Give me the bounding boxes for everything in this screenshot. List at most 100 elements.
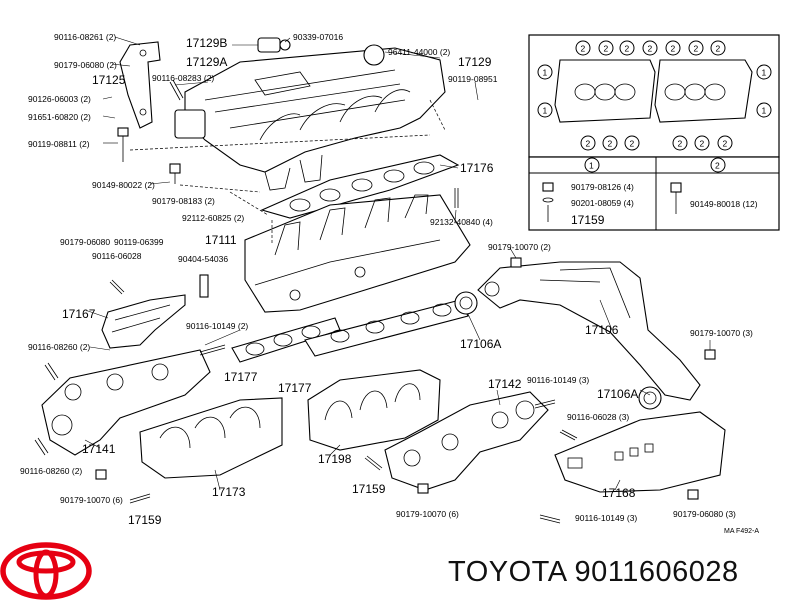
callout-17141: 17141 bbox=[82, 442, 116, 456]
inset-marker-circle bbox=[665, 40, 681, 56]
callout-90179-10070-b: 90179-10070 bbox=[690, 328, 740, 338]
heat-insulator-17168 bbox=[554, 411, 726, 493]
callout-90116-08260-qty: (2) bbox=[80, 342, 91, 352]
reference-code: MA F492-A bbox=[724, 528, 759, 535]
svg-text:90179-10070 (6): 90179-10070 (6) bbox=[60, 495, 123, 505]
svg-text:96411-44000 (2): 96411-44000 (2) bbox=[388, 47, 450, 57]
inset-marker-circle bbox=[602, 135, 618, 151]
inset-marker-label: 1 bbox=[762, 68, 767, 78]
inset-marker-circle bbox=[717, 135, 733, 151]
inset-marker-circle bbox=[672, 135, 688, 151]
callout-90179-10070-d: 90179-10070 bbox=[396, 509, 446, 519]
inset-marker-label: 1 bbox=[543, 106, 548, 116]
nut-90179-10070-c bbox=[95, 469, 107, 480]
inset-marker-label: 2 bbox=[700, 139, 705, 149]
heat-shield-17167 bbox=[101, 294, 186, 349]
svg-text:92112-60825 (2): 92112-60825 (2) bbox=[182, 213, 244, 223]
callout-90116-10149-c-qty: (3) bbox=[627, 513, 638, 523]
gasket-17106a-lower bbox=[638, 386, 662, 410]
nut-90179-10070-a bbox=[510, 257, 522, 268]
svg-text:90179-06080 (2): 90179-06080 (2) bbox=[54, 60, 117, 70]
svg-text:90179-10070 (3): 90179-10070 (3) bbox=[690, 328, 753, 338]
callout-17177-a: 17177 bbox=[224, 370, 258, 384]
callout-17129a: 17129A bbox=[186, 55, 227, 69]
svg-text:90149-80022 (2): 90149-80022 (2) bbox=[92, 180, 155, 190]
inset-marker-label: 2 bbox=[678, 139, 683, 149]
exhaust-manifold-17142 bbox=[384, 391, 549, 491]
callout-17106: 17106 bbox=[585, 323, 619, 337]
callout-90179-10070: 90179-10070 bbox=[488, 242, 538, 252]
callout-90179-06080: 90179-06080 bbox=[54, 60, 104, 70]
callout-92132-40840: 92132-40840 bbox=[430, 217, 480, 227]
inset-marker-label: 2 bbox=[716, 44, 721, 54]
inset-header-2: 2 bbox=[715, 161, 720, 171]
callout-90116-10149-b-qty: (3) bbox=[579, 375, 590, 385]
inset-part-90201-08059: 90201-08059 bbox=[571, 198, 621, 208]
svg-text:90119-08811 (2): 90119-08811 (2) bbox=[28, 139, 90, 149]
stud-90116-08260-a bbox=[44, 362, 59, 381]
svg-text:90116-08261 (2): 90116-08261 (2) bbox=[54, 32, 116, 42]
callout-90179-10070-c: 90179-10070 bbox=[60, 495, 110, 505]
callout-90116-10149-b: 90116-10149 bbox=[527, 375, 577, 385]
callout-90116-08261: 90116-08261 bbox=[54, 32, 104, 42]
callout-92132-40840-qty: (4) bbox=[482, 217, 493, 227]
svg-text:90116-08260 (2): 90116-08260 (2) bbox=[28, 342, 90, 352]
callout-17198: 17198 bbox=[318, 452, 352, 466]
callout-90179-06080-qty: (2) bbox=[106, 60, 117, 70]
callout-90179-10070-d-qty: (6) bbox=[448, 509, 459, 519]
svg-text:90116-08260 (2): 90116-08260 (2) bbox=[20, 466, 82, 476]
inset-part-90179-08126: 90179-08126 bbox=[571, 182, 621, 192]
callout-90116-10149: 90116-10149 bbox=[186, 321, 236, 331]
inset-marker-label: 2 bbox=[648, 44, 653, 54]
inset-marker-label: 2 bbox=[723, 139, 728, 149]
svg-text:90116-08283 (2): 90116-08283 (2) bbox=[152, 73, 214, 83]
gasket-17106a-upper bbox=[454, 291, 478, 315]
callout-17173: 17173 bbox=[212, 485, 246, 499]
inset-part-17159: 17159 bbox=[571, 213, 605, 227]
exhaust-pipe-17106 bbox=[477, 261, 701, 401]
intake-manifold-17129 bbox=[174, 47, 446, 191]
svg-text:91651-60820 (2): 91651-60820 (2) bbox=[28, 112, 91, 122]
callout-90116-06028-b: 90116-06028 bbox=[567, 412, 617, 422]
callout-90149-80022-qty: (2) bbox=[144, 180, 155, 190]
callout-90116-10149-c: 90116-10149 bbox=[575, 513, 625, 523]
nut-90149-80022 bbox=[169, 163, 181, 184]
inset-marker-circle bbox=[688, 40, 704, 56]
inset-marker-circle bbox=[619, 40, 635, 56]
svg-text:92132-40840 (4): 92132-40840 (4) bbox=[430, 217, 493, 227]
nut-90179-10070-d bbox=[417, 483, 429, 494]
callout-90116-08260-b: 90116-08260 bbox=[20, 466, 70, 476]
inset-marker-label: 2 bbox=[586, 139, 591, 149]
callout-17129: 17129 bbox=[458, 55, 492, 69]
inset-part-90149-80018: 90149-80018 bbox=[690, 199, 740, 209]
callout-17167: 17167 bbox=[62, 307, 96, 321]
inset-part-90201-08059-qty: (4) bbox=[623, 198, 634, 208]
callout-90116-08283-qty: (2) bbox=[204, 73, 215, 83]
inset-marker-circle bbox=[624, 135, 640, 151]
callout-90119-08811: 90119-08811 bbox=[28, 139, 77, 149]
throttle-fitting-17129b bbox=[257, 37, 291, 53]
svg-text:90179-08183 (2): 90179-08183 (2) bbox=[152, 196, 215, 206]
exhaust-manifold-17141 bbox=[41, 349, 211, 456]
callout-17168: 17168 bbox=[602, 486, 636, 500]
stud-90116-08260-b bbox=[34, 437, 49, 456]
callout-90179-08183-qty: (2) bbox=[204, 196, 215, 206]
callout-17159: 17159 bbox=[128, 513, 162, 527]
callout-91651-60820: 91651-60820 bbox=[28, 112, 78, 122]
svg-text:90116-06028 (3): 90116-06028 (3) bbox=[567, 412, 629, 422]
sensor-90404-54036 bbox=[199, 274, 209, 298]
callout-90116-08261-qty: (2) bbox=[106, 32, 117, 42]
callout-17111: 17111 bbox=[205, 233, 237, 247]
gasket-17176 bbox=[260, 154, 460, 219]
stud-17159-a bbox=[129, 493, 151, 504]
callout-91651-60820-qty: (2) bbox=[80, 112, 91, 122]
inset-labels: 1 2 90179-08126 (4) 90201-08059 (4) 1715… bbox=[571, 157, 758, 227]
svg-text:90116-10149 (3): 90116-10149 (3) bbox=[527, 375, 589, 385]
callout-17106a-b: 17106A bbox=[597, 387, 638, 401]
svg-text:90116-10149 (2): 90116-10149 (2) bbox=[186, 321, 248, 331]
svg-text:90179-10070 (2): 90179-10070 (2) bbox=[488, 242, 551, 252]
stud-90116-10149-b bbox=[534, 399, 556, 409]
inset-marker-circle bbox=[756, 102, 772, 118]
